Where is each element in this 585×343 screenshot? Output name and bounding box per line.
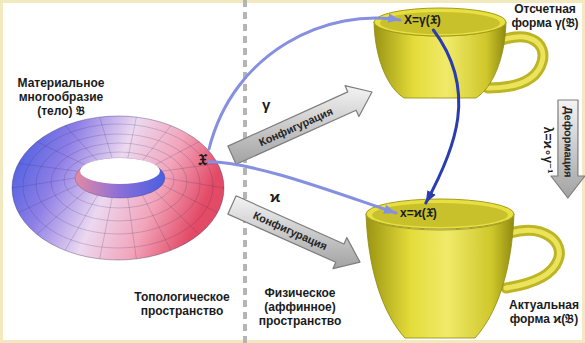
point-formula: X=γ(𝔛) <box>404 13 441 27</box>
torus-surface <box>12 116 224 260</box>
arrow-label-holder: Конфигурация <box>251 208 329 252</box>
material-body: Материальное многообразие (тело) 𝔅 𝔛 <box>5 72 232 275</box>
shape-name-holder: Отсчетная форма γ(𝔅) <box>508 2 582 30</box>
shape-name-holder: Актуальная форма ϰ(𝔅) <box>505 298 583 326</box>
reference-shape: Отсчетная форма γ(𝔅) X=γ(𝔛) <box>372 0 585 100</box>
map-symbol: ϰ <box>270 188 280 206</box>
cup-rim <box>374 8 506 36</box>
point-symbol-holder: 𝔛 <box>198 151 207 169</box>
point-symbol: 𝔛 <box>198 151 207 169</box>
deformation-formula: λ=ϰ∘γ⁻¹ <box>541 127 555 173</box>
torus-hole <box>80 158 160 184</box>
map-symbol-holder: γ <box>262 96 270 114</box>
body-name-holder: Материальное многообразие (тело) 𝔅 <box>5 76 117 118</box>
cup-body <box>366 214 514 338</box>
cup-handle-highlight <box>506 230 559 288</box>
point-mapping-arrow <box>209 162 396 213</box>
body-name: Материальное многообразие (тело) 𝔅 <box>5 76 117 118</box>
space-name: Физическое (аффинное) пространство <box>250 286 350 328</box>
arrow-label: Деформация <box>561 107 574 178</box>
cup-handle <box>506 230 559 288</box>
cup-inside <box>380 12 500 34</box>
torus-hole-wall <box>75 158 165 198</box>
actual-shape: Актуальная форма ϰ(𝔅) x=ϰ(𝔛) <box>360 198 585 343</box>
space-divider <box>243 0 247 343</box>
shape-name: Актуальная форма ϰ(𝔅) <box>505 298 583 326</box>
arrow-label: Конфигурация <box>251 208 329 252</box>
arrow-label-holder: Деформация <box>561 107 574 178</box>
space-name: Топологическое пространство <box>128 290 236 318</box>
map-symbol: γ <box>262 96 270 114</box>
point-formula-holder: x=ϰ(𝔛) <box>400 206 437 220</box>
space-name-holder: Физическое (аффинное) пространство <box>250 286 350 328</box>
configuration-arrow <box>551 100 585 198</box>
torus-grid <box>12 117 224 259</box>
cup-rim <box>366 199 514 229</box>
space-name-holder: Топологическое пространство <box>128 290 236 318</box>
deformation-formula-holder: λ=ϰ∘γ⁻¹ <box>541 127 555 173</box>
configuration-arrow <box>228 86 372 165</box>
point-formula: x=ϰ(𝔛) <box>400 206 437 220</box>
cup-inside <box>372 203 508 227</box>
shape-name: Отсчетная форма γ(𝔅) <box>508 2 582 30</box>
point-formula-holder: X=γ(𝔛) <box>404 13 441 27</box>
configuration-arrow <box>228 196 360 269</box>
map-symbol-holder: ϰ <box>270 188 280 206</box>
point-mapping-arrow <box>209 18 400 149</box>
